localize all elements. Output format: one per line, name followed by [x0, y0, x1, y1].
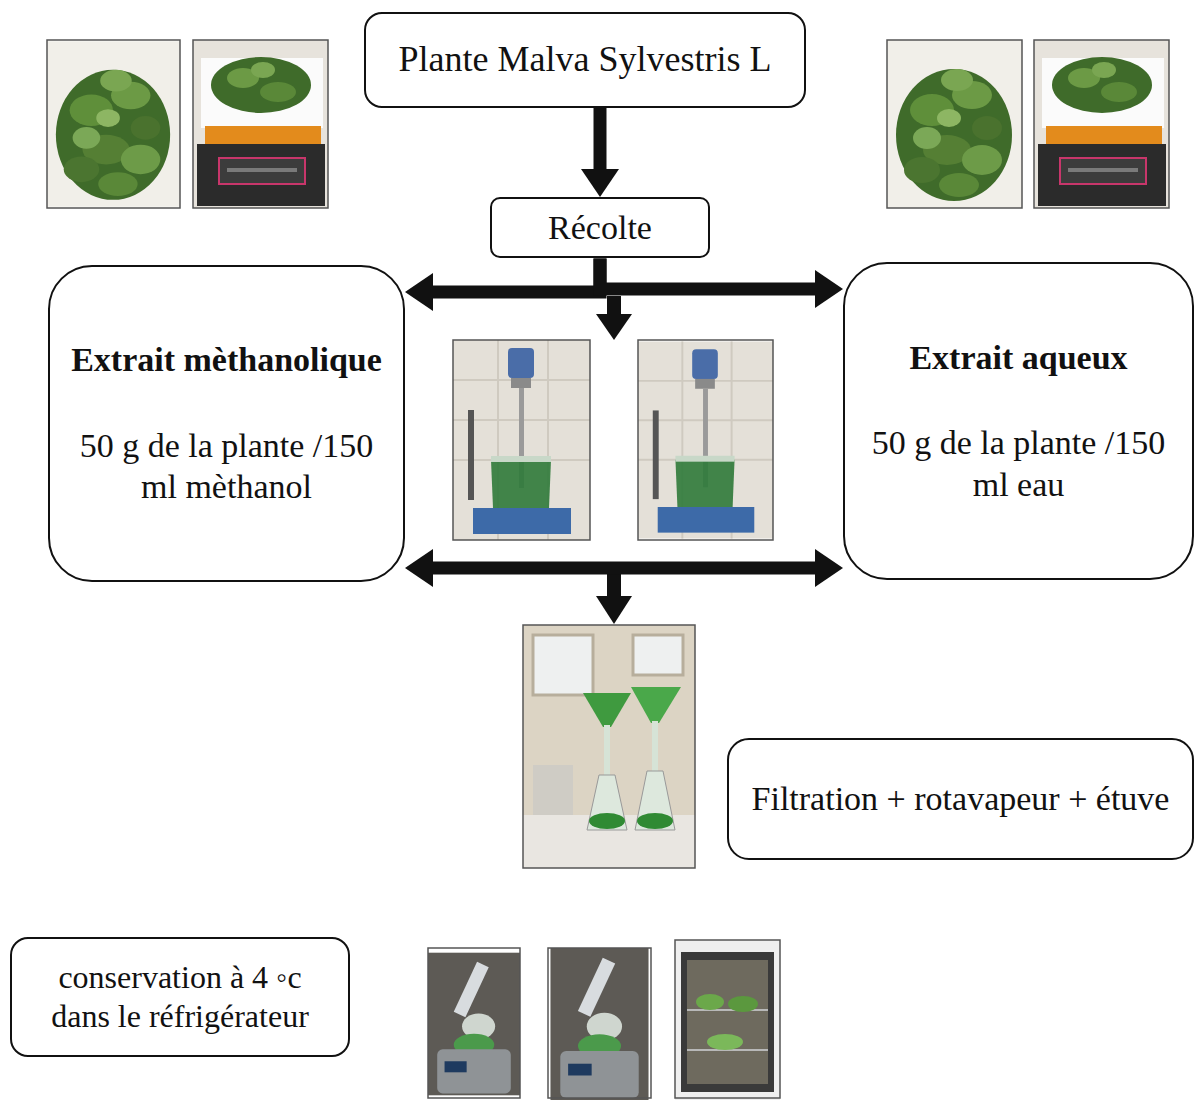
box-heading: Extrait mèthanolique: [71, 339, 382, 380]
box-text: Récolte: [548, 207, 652, 248]
note-box: conservation à 4 ◦c dans le réfrigérateu…: [10, 937, 350, 1057]
extract-box: Extrait aqueux 50 g de la plante /150 ml …: [843, 262, 1194, 580]
arrow-connector: [433, 258, 600, 292]
down-arrows: [596, 296, 632, 624]
box-heading: Extrait aqueux: [909, 337, 1127, 378]
extract-box: Extrait mèthanolique 50 g de la plante /1…: [48, 265, 405, 582]
arrow-connector: [433, 562, 815, 575]
step-box: Récolte: [490, 197, 710, 258]
arrow-connector: [594, 108, 607, 169]
evaporation-photos: [428, 940, 780, 1100]
arrow-connector: [600, 258, 815, 289]
filtration-photo: [523, 625, 695, 868]
box-text: Plante Malva Sylvestris L: [399, 38, 772, 82]
box-text: 50 g de la plante /150 ml mèthanol: [64, 425, 389, 508]
box-text: Filtration + rotavapeur + étuve: [752, 778, 1170, 819]
stirring-photos: [453, 340, 773, 540]
step-box: Filtration + rotavapeur + étuve: [727, 738, 1194, 860]
title-box: Plante Malva Sylvestris L: [364, 12, 806, 108]
box-text: 50 g de la plante /150 ml eau: [859, 422, 1178, 505]
box-text: conservation à 4 ◦c dans le réfrigérateu…: [26, 958, 334, 1036]
